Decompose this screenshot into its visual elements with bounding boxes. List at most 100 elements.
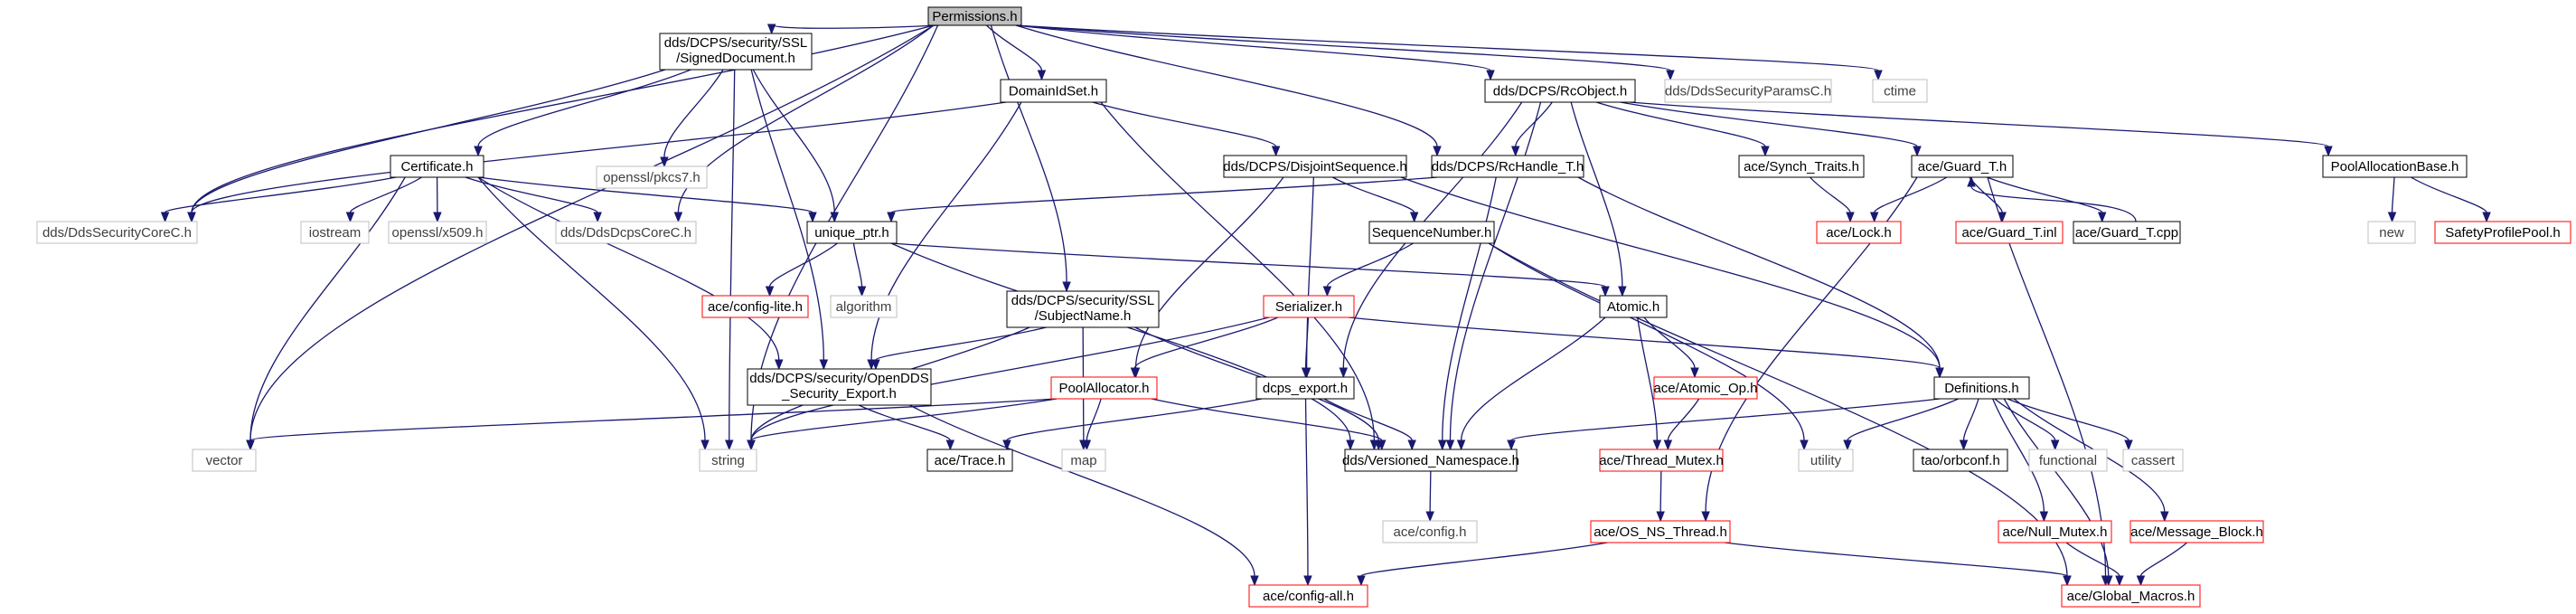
- node-dds-dcps-rcobject-h[interactable]: dds/DCPS/RcObject.h: [1484, 79, 1636, 103]
- node-label: ace/Atomic_Op.h: [1653, 381, 1757, 396]
- node-label: iostream: [309, 225, 362, 241]
- node-poolallocator-h[interactable]: PoolAllocator.h: [1050, 376, 1158, 400]
- edge-atomic_op-to-thread_mutex: [1663, 398, 1700, 451]
- edge-permissions-to-signed_doc: [766, 24, 939, 35]
- edge-line: [1323, 398, 1413, 441]
- node-box: [1933, 376, 2030, 400]
- node-ace-os-ns-thread-h[interactable]: ace/OS_NS_Thread.h: [1590, 520, 1731, 543]
- node-dds-dcps-security-ssl-subjectname-h[interactable]: dds/DCPS/security/SSL/SubjectName.h: [1006, 290, 1160, 328]
- node-ace-atomic-op-h[interactable]: ace/Atomic_Op.h: [1653, 376, 1758, 400]
- node-ace-trace-h[interactable]: ace/Trace.h: [926, 449, 1013, 472]
- node-box: [1382, 520, 1478, 543]
- node-openssl-x509-h: openssl/x509.h: [388, 221, 487, 244]
- edge-opendds_export-to-config_all: [909, 404, 1259, 587]
- node-domainidset-h[interactable]: DomainIdSet.h: [1000, 79, 1107, 103]
- node-serializer-h[interactable]: Serializer.h: [1263, 295, 1355, 318]
- edge-arrowhead: [1869, 212, 1879, 223]
- node-ace-thread-mutex-h[interactable]: ace/Thread_Mutex.h: [1599, 449, 1724, 472]
- edge-dcps_export-to-config_all: [1303, 398, 1312, 587]
- edge-line: [1360, 542, 1608, 577]
- edge-certificate-to-security_core: [160, 176, 397, 223]
- edge-line: [890, 242, 1606, 288]
- node-box: [830, 295, 898, 318]
- node-new: new: [2367, 221, 2416, 244]
- node-definitions-h[interactable]: Definitions.h: [1933, 376, 2030, 400]
- node-label: ace/Lock.h: [1826, 225, 1892, 241]
- node-ace-synch-traits-h[interactable]: ace/Synch_Traits.h: [1738, 155, 1865, 178]
- node-ace-null-mutex-h[interactable]: ace/Null_Mutex.h: [1998, 520, 2112, 543]
- node-label: /SubjectName.h: [1035, 308, 1132, 324]
- edge-permissions-to-domain_id_set: [986, 24, 1047, 81]
- edge-line: [870, 101, 1022, 361]
- node-dcps-export-h[interactable]: dcps_export.h: [1255, 376, 1355, 400]
- node-permissions-h[interactable]: Permissions.h: [927, 6, 1022, 26]
- node-ace-guard-t-cpp[interactable]: ace/Guard_T.cpp: [2073, 221, 2181, 244]
- edge-subject_name-to-opendds_export: [871, 326, 1047, 371]
- edge-arrowhead: [1800, 439, 1809, 451]
- edge-arrowhead: [1425, 511, 1434, 523]
- edge-permissions-to-ctime: [1015, 24, 1883, 81]
- edge-arrowhead: [1130, 367, 1140, 379]
- node-tao-orbconf-h[interactable]: tao/orbconf.h: [1913, 449, 2008, 472]
- edge-line: [909, 404, 1255, 577]
- edge-line: [990, 24, 1067, 283]
- node-box: [1590, 520, 1731, 543]
- node-dds-dcps-disjointsequence-h[interactable]: dds/DCPS/DisjointSequence.h: [1223, 155, 1407, 178]
- node-ace-config-lite-h[interactable]: ace/config-lite.h: [701, 295, 809, 318]
- edge-atomic-to-thread_mutex: [1637, 316, 1662, 451]
- node-certificate-h[interactable]: Certificate.h: [390, 155, 484, 178]
- node-ace-guard-t-h[interactable]: ace/Guard_T.h: [1911, 155, 2014, 178]
- edge-arrowhead: [2104, 575, 2113, 587]
- node-box: [1263, 295, 1355, 318]
- node-sequencenumber-h[interactable]: SequenceNumber.h: [1368, 221, 1495, 244]
- node-unique-ptr-h[interactable]: unique_ptr.h: [806, 221, 898, 244]
- edge-line: [249, 398, 1058, 441]
- node-box: [388, 221, 487, 244]
- node-dds-dcps-rchandle-t-h[interactable]: dds/DCPS/RcHandle_T.h: [1431, 155, 1584, 178]
- node-ace-message-block-h[interactable]: ace/Message_Block.h: [2129, 520, 2264, 543]
- edge-guard_t-to-guard_cpp: [1987, 176, 2107, 223]
- edge-signed_doc-to-certificate: [474, 69, 691, 157]
- node-box: [1816, 221, 1902, 244]
- edge-arrowhead: [1874, 70, 1883, 81]
- node-label: dds/DCPS/security/OpenDDS: [749, 371, 928, 386]
- node-ace-lock-h[interactable]: ace/Lock.h: [1816, 221, 1902, 244]
- node-ace-guard-t-inl[interactable]: ace/Guard_T.inl: [1955, 221, 2064, 244]
- edge-line: [1134, 176, 1284, 369]
- edge-arrowhead: [2124, 439, 2133, 451]
- edge-os_ns_thread-to-global_macros: [1724, 542, 2072, 587]
- node-dds-versioned-namespace-h[interactable]: dds/Versioned_Namespace.h: [1342, 449, 1519, 472]
- node-safetyprofilepool-h[interactable]: SafetyProfilePool.h: [2434, 221, 2571, 244]
- node-box: [2122, 449, 2184, 472]
- nodes-layer: Permissions.h dds/DCPS/security/SSL/Signe…: [36, 6, 2571, 608]
- edge-atomic-to-versioned_ns: [1456, 316, 1606, 451]
- edge-arrowhead: [1666, 70, 1675, 81]
- edge-arrowhead: [1303, 575, 1312, 587]
- edge-arrowhead: [1271, 146, 1281, 157]
- edge-line: [752, 69, 835, 213]
- edge-atomic-to-atomic_op: [1643, 316, 1699, 379]
- node-dds-dcps-security-opendds-security-export-h[interactable]: dds/DCPS/security/OpenDDS_Security_Expor…: [747, 368, 932, 406]
- edge-line: [2003, 398, 2110, 577]
- node-label: ace/Thread_Mutex.h: [1599, 453, 1724, 468]
- edge-line: [1015, 24, 1879, 71]
- node-box: [390, 155, 484, 178]
- node-box: [926, 449, 1013, 472]
- node-box: [1050, 376, 1158, 400]
- node-dds-dcps-security-ssl-signeddocument-h[interactable]: dds/DCPS/security/SSL/SignedDocument.h: [659, 33, 813, 71]
- edge-arrowhead: [725, 439, 734, 451]
- edge-arrowhead: [1935, 367, 1944, 379]
- edge-permissions-to-rc_handle: [1015, 24, 1442, 157]
- node-atomic-h[interactable]: Atomic.h: [1599, 295, 1668, 318]
- node-label: dds/DCPS/DisjointSequence.h: [1223, 159, 1406, 175]
- edge-line: [1874, 176, 1948, 213]
- edge-arrowhead: [871, 359, 880, 371]
- edge-line: [1488, 242, 1805, 441]
- node-ace-global-macros-h[interactable]: ace/Global_Macros.h: [2061, 584, 2201, 608]
- node-ace-config-all-h[interactable]: ace/config-all.h: [1248, 584, 1368, 608]
- edge-line: [890, 242, 1351, 441]
- edge-line: [1133, 316, 1279, 369]
- edge-arrowhead: [1433, 146, 1442, 157]
- node-poolallocationbase-h[interactable]: PoolAllocationBase.h: [2322, 155, 2468, 178]
- edge-arrowhead: [775, 359, 784, 371]
